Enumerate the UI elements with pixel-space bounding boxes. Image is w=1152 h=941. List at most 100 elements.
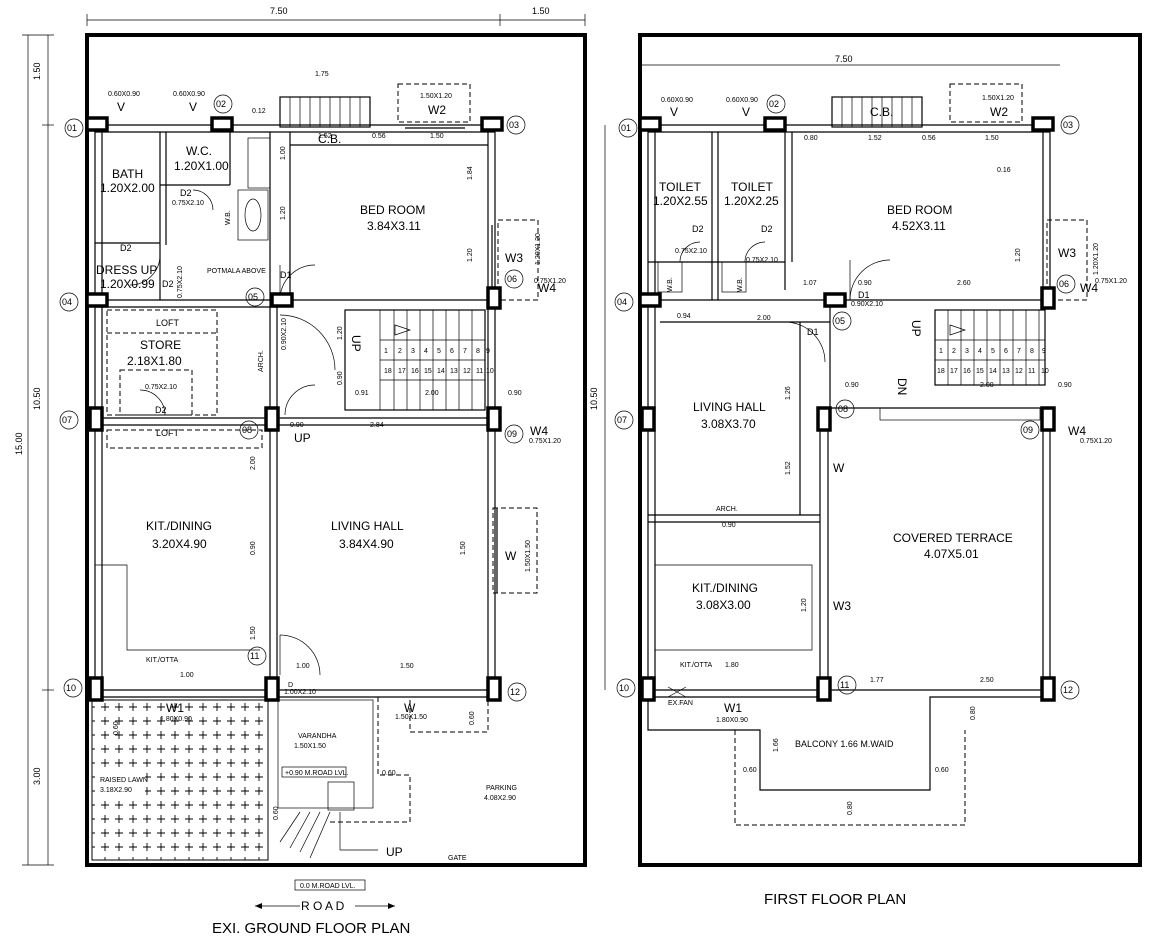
room-kitchen-first-size: 3.08X3.00 xyxy=(696,598,751,612)
dim: 2.00 xyxy=(425,390,439,397)
stair-step: 1 xyxy=(939,348,943,355)
room-living-hall-first: LIVING HALL xyxy=(693,400,766,414)
room-kitchen-first: KIT./DINING xyxy=(692,581,758,595)
cupboard xyxy=(279,96,371,128)
dim: 0.90 xyxy=(845,382,859,389)
first-columns xyxy=(638,116,1056,702)
room-bedroom: BED ROOM xyxy=(360,203,425,217)
opening-d2-first-2: D2 xyxy=(761,224,773,234)
opening-w4-first-2: W4 xyxy=(1068,424,1086,438)
opening-v-first-2: V xyxy=(742,105,750,119)
grid-label: 09 xyxy=(507,429,517,439)
opening-d2-3-size: 0.75X2.10 xyxy=(177,266,184,298)
stair-step: 9 xyxy=(486,348,490,355)
room-bath: BATH xyxy=(112,167,143,181)
dim: 1.52 xyxy=(318,133,332,140)
first-floor-title: FIRST FLOOR PLAN xyxy=(764,891,906,908)
grid-label: 04 xyxy=(62,297,72,307)
grid-label: 02 xyxy=(216,99,226,109)
dim: 1.52 xyxy=(785,461,792,475)
stair-step: 11 xyxy=(476,368,483,375)
side-dim-3: 15.00 xyxy=(14,432,24,455)
ground-staircase: 1 2 3 4 5 6 7 8 9 18 17 16 15 14 13 12 1… xyxy=(344,309,494,411)
plot-boundary xyxy=(85,33,587,867)
room-living-hall-first-size: 3.08X3.70 xyxy=(701,417,756,431)
dim: 1.20 xyxy=(801,598,808,612)
grid-label: 11 xyxy=(840,680,849,690)
label-exfan: EX.FAN xyxy=(668,700,693,707)
opening-w4-first-size: 0.75X1.20 xyxy=(1095,278,1127,285)
stair-step: 5 xyxy=(437,348,441,355)
ground-columns xyxy=(85,116,504,702)
label-arch-first: ARCH. xyxy=(716,506,738,513)
stair-step: 17 xyxy=(950,368,958,375)
opening-d2-first: D2 xyxy=(692,224,704,234)
opening-v-size: 0.60X0.90 xyxy=(108,91,140,98)
dim: 1.50 xyxy=(400,663,414,670)
opening-d1-first-size: 0.90X2.10 xyxy=(851,301,883,308)
dim: 1.00 xyxy=(296,663,310,670)
opening-w-size: 1.50X1.50 xyxy=(525,540,532,572)
opening-w4-size: 0.75X1.20 xyxy=(534,278,566,285)
room-dress-up: DRESS UP xyxy=(96,263,157,277)
dim: 0.12 xyxy=(252,108,266,115)
room-store-size: 2.18X1.80 xyxy=(127,354,182,368)
dim: 2.60 xyxy=(957,280,971,287)
dim: 0.16 xyxy=(997,167,1011,174)
stair-step: 6 xyxy=(1004,348,1008,355)
dim: 0.60 xyxy=(382,770,396,777)
room-raised-lawn: RAISED LAWN xyxy=(100,777,148,784)
grid-label: 05 xyxy=(835,316,845,326)
opening-d2-4-size: 0.75X2.10 xyxy=(145,384,177,391)
room-bedroom-first: BED ROOM xyxy=(887,203,952,217)
stair-step: 5 xyxy=(991,348,995,355)
opening-w1-first-size: 1.80X0.90 xyxy=(716,717,748,724)
opening-v: V xyxy=(117,100,125,114)
opening-d2-2: D2 xyxy=(120,243,132,253)
opening-d1-size: 0.90X2.10 xyxy=(281,318,288,350)
dim: 0.56 xyxy=(372,133,386,140)
stair-step: 3 xyxy=(411,348,415,355)
room-wc-size: 1.20X1.00 xyxy=(174,159,229,173)
opening-v-2-size: 0.60X0.90 xyxy=(173,91,205,98)
dim: 2.00 xyxy=(757,315,771,322)
stair-step: 6 xyxy=(450,348,454,355)
label-loft-2: LOFT xyxy=(156,428,180,438)
opening-w3-first: W3 xyxy=(1058,246,1076,260)
room-parking-size: 4.08X2.90 xyxy=(484,795,516,802)
ground-floor-title: EXI. GROUND FLOOR PLAN xyxy=(212,920,410,937)
wash-basin xyxy=(237,189,269,241)
grid-label: 12 xyxy=(510,687,520,697)
grid-label: 03 xyxy=(1063,120,1073,130)
dim: 1.20 xyxy=(280,206,287,220)
grid-label: 11 xyxy=(250,651,259,661)
stair-step: 14 xyxy=(989,368,997,375)
stair-step: 16 xyxy=(963,368,971,375)
dim: 1.50 xyxy=(985,135,999,142)
label-cb-first: C.B. xyxy=(870,105,893,119)
stair-step: 8 xyxy=(1030,348,1034,355)
side-dim-4: 3.00 xyxy=(32,767,42,785)
dim: 2.84 xyxy=(370,422,384,429)
opening-v-2: V xyxy=(189,100,197,114)
dim: 1.80 xyxy=(725,662,739,669)
grid-label: 04 xyxy=(617,297,627,307)
stair-step: 1 xyxy=(384,348,388,355)
opening-w3: W3 xyxy=(505,251,523,265)
first-stair-up-label: UP xyxy=(909,320,923,337)
room-living-hall-size: 3.84X4.90 xyxy=(339,537,394,551)
dim: 0.90 xyxy=(858,280,872,287)
label-up: UP xyxy=(294,431,311,445)
opening-w: W xyxy=(505,549,517,563)
dim: 0.60 xyxy=(935,767,949,774)
stair-step: 18 xyxy=(937,368,945,375)
plot-boundary-first xyxy=(638,33,1142,867)
stair-step: 18 xyxy=(384,368,392,375)
room-bath-size: 1.20X2.00 xyxy=(100,181,155,195)
stair-step: 13 xyxy=(450,368,458,375)
grid-label: 09 xyxy=(1023,425,1033,435)
opening-w-first: W xyxy=(833,461,845,475)
opening-d2-first-size: 0.75X2.10 xyxy=(675,248,707,255)
opening-w4-2: W4 xyxy=(530,424,548,438)
opening-d2-4: D2 xyxy=(155,405,167,415)
